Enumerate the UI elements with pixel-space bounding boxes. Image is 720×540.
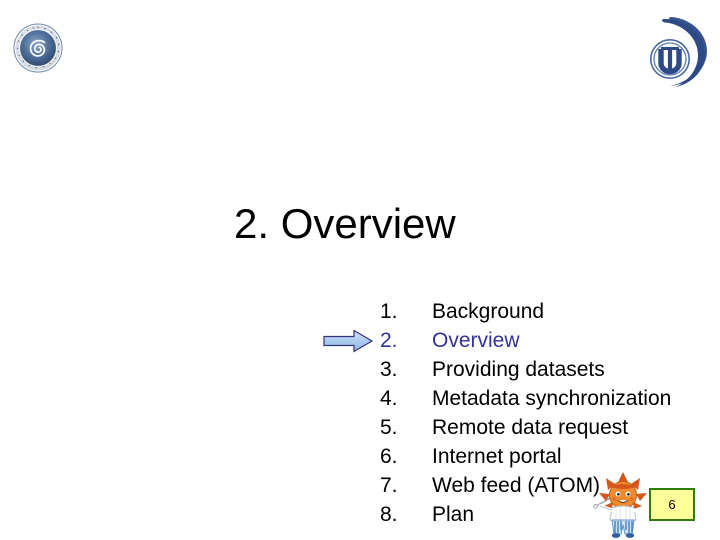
agenda-item-5[interactable]: 5. Remote data request [380,413,700,442]
circular-seal-logo [12,22,64,74]
agenda-item-label: Metadata synchronization [432,387,672,410]
agenda-item-label: Web feed (ATOM) [432,474,601,497]
agenda-item-label: Providing datasets [432,358,605,381]
crescent-u-logo [639,14,713,92]
agenda-item-number: 5. [380,416,398,439]
page-title: 2. Overview [234,200,456,247]
agenda-item-label: Internet portal [432,445,562,468]
agenda-item-label: Remote data request [432,416,629,439]
agenda-item-label: Background [432,300,545,323]
agenda-item-label: Overview [432,329,520,352]
agenda-item-number: 2. [380,329,398,352]
sun-character-icon [592,468,654,540]
agenda-item-1[interactable]: 1. Background [380,297,700,326]
agenda-item-3[interactable]: 3. Providing datasets [380,355,700,384]
right-arrow-marker-icon [323,329,373,353]
agenda-item-number: 7. [380,474,398,497]
agenda-item-4[interactable]: 4. Metadata synchronization [380,384,700,413]
agenda-item-7[interactable]: 7. Web feed (ATOM) [380,471,700,500]
agenda-item-8[interactable]: 8. Plan [380,500,700,529]
agenda-item-number: 4. [380,387,398,410]
agenda-item-number: 6. [380,445,398,468]
agenda-item-2[interactable]: 2. Overview [323,326,700,355]
agenda-item-number: 1. [380,300,398,323]
agenda-list: 1.Background 2.Overview 3.Prov [323,297,700,529]
agenda-item-6[interactable]: 6. Internet portal [380,442,700,471]
agenda-item-number: 3. [380,358,398,381]
agenda-item-number: 8. [380,503,398,526]
agenda-item-label: Plan [432,503,475,526]
page-number-badge: 6 [649,488,695,521]
